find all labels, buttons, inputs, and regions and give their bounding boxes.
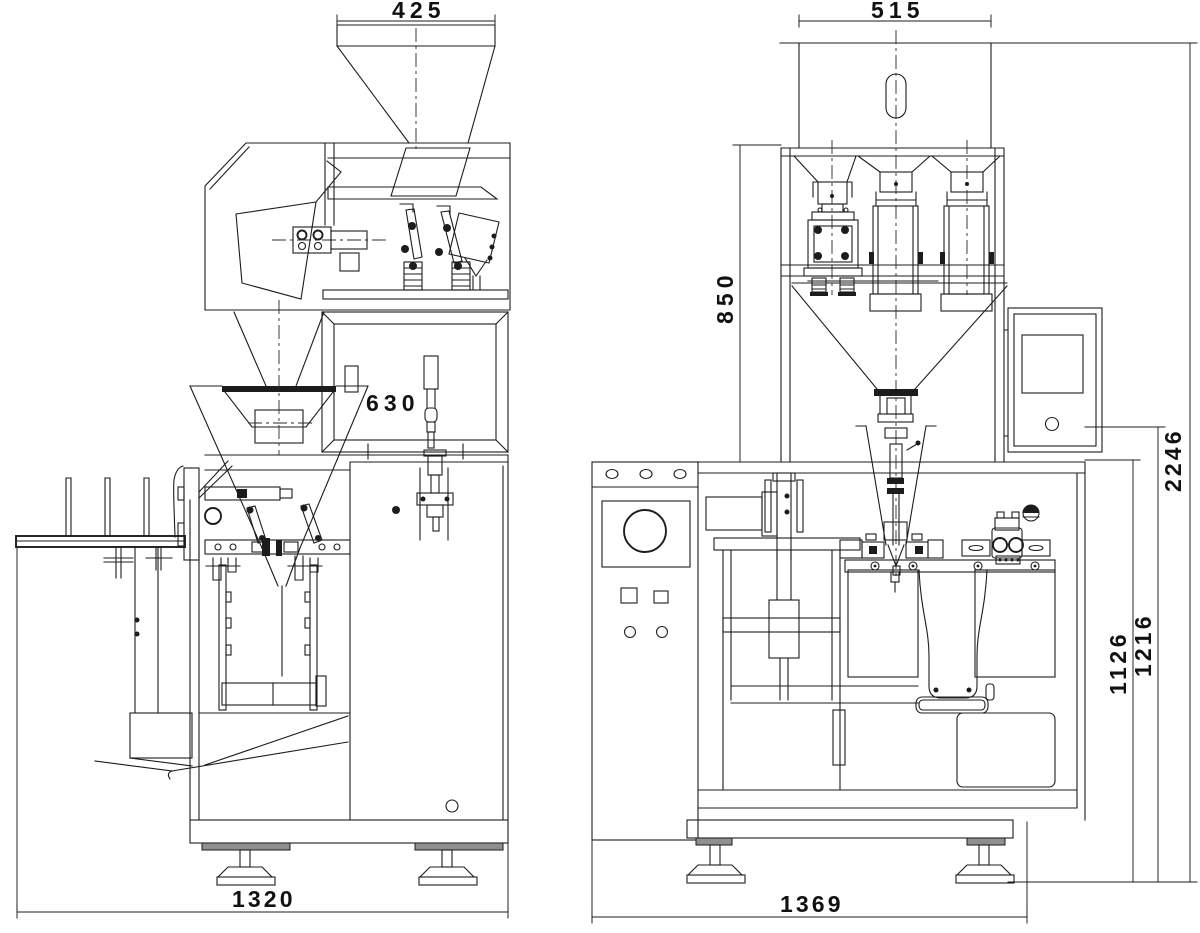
dim-label-2246: 2246 [1160, 432, 1186, 492]
dim-label-1369: 1369 [780, 891, 840, 917]
dim-label-850: 850 [712, 276, 738, 324]
side-base-feet [189, 819, 509, 886]
outfeed-chute [956, 712, 1056, 788]
linear-weighers [780, 140, 1005, 312]
touchscreen [1021, 334, 1084, 394]
dim-base-width: 1369 [591, 821, 1028, 924]
push-button [655, 625, 669, 639]
vent-hole [639, 468, 653, 480]
collecting-funnel [791, 282, 1008, 576]
vent-hole [673, 468, 687, 480]
dim-label-425: 425 [392, 0, 441, 23]
front-base-feet [686, 819, 1015, 884]
bag-magazine-table [15, 465, 193, 767]
dim-label-515: 515 [871, 0, 920, 23]
side-machine-body [94, 449, 509, 821]
side-view: 425 630 1320 [15, 0, 511, 919]
dim-frame-width: 515 [798, 0, 992, 28]
dim-label-1126: 1126 [1105, 635, 1131, 695]
dim-weigher-height: 850 [712, 144, 782, 463]
switch-square [653, 590, 669, 604]
side-discharge-funnel [189, 300, 369, 677]
gripper-rail [839, 504, 1056, 593]
pouch-outline [918, 569, 988, 699]
side-panel-left [847, 569, 919, 678]
side-hopper [336, 24, 496, 197]
dim-label-1320: 1320 [232, 886, 292, 912]
panel-hole [445, 799, 459, 813]
pouch-area [847, 569, 1056, 788]
vent-hole [605, 468, 619, 480]
cabinet-window [601, 500, 691, 568]
dim-label-630: 630 [366, 390, 414, 416]
hmi-panel [1003, 307, 1103, 453]
dim-base-depth: 1320 [16, 547, 509, 919]
hmi-button [1044, 416, 1060, 432]
side-cabinet [321, 311, 509, 460]
front-top-frame [779, 30, 1005, 580]
side-panel-right [974, 569, 1056, 678]
gauge-dial [623, 509, 667, 553]
push-button [623, 625, 637, 639]
cabinet-slot [344, 365, 359, 393]
side-weigher-box [204, 142, 511, 311]
front-machine-body [697, 461, 1086, 821]
dim-hopper-width: 425 [336, 0, 496, 28]
control-cabinet [591, 461, 699, 841]
switch-square [620, 587, 638, 604]
front-view: 515 850 1126 1216 2246 [591, 0, 1198, 924]
dim-label-1216: 1216 [1130, 617, 1156, 677]
